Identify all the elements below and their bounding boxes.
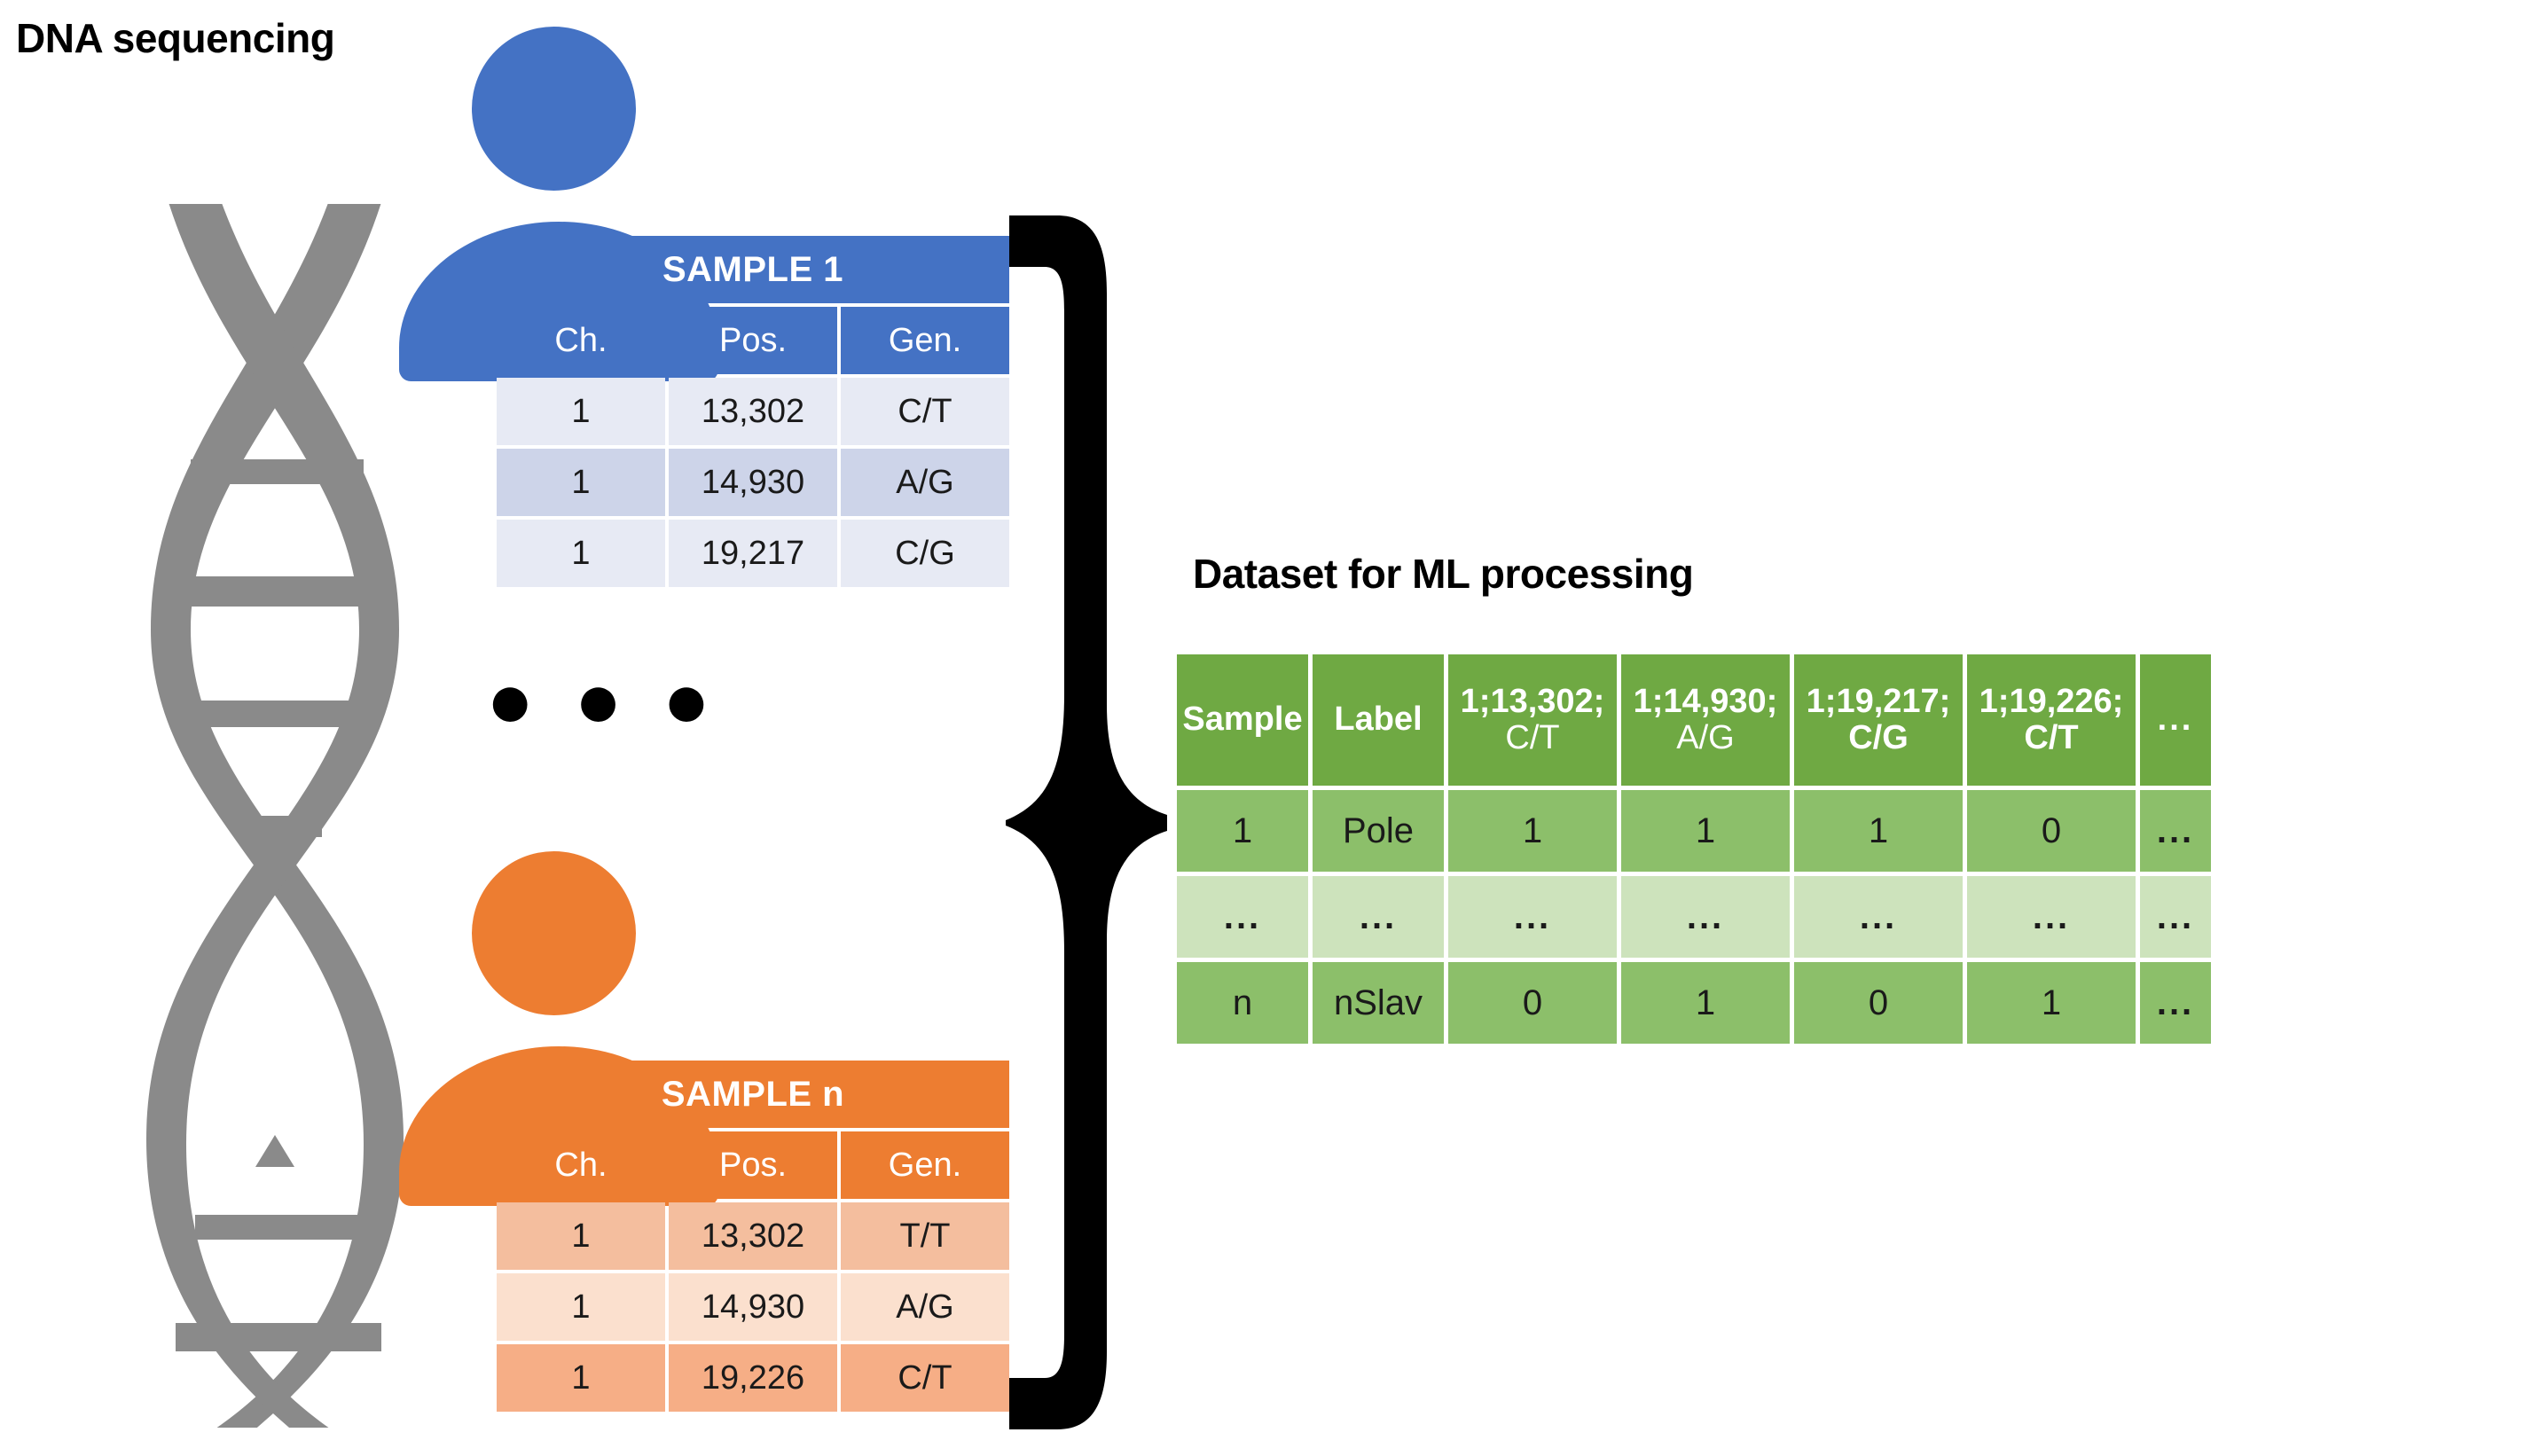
cell-pos: 13,302	[669, 378, 837, 445]
sample-1-table: SAMPLE 1 Ch. Pos. Gen. 1 13,302 C/T 1 14…	[493, 232, 1013, 591]
ml-col-header-snp-4: 1;19,226; C/T	[1967, 654, 2136, 786]
table-row: 1 14,930 A/G	[497, 449, 1010, 516]
ml-cell-more: ...	[2140, 962, 2211, 1044]
table-header-row: Ch. Pos. Gen.	[497, 307, 1010, 374]
person-head	[472, 27, 636, 191]
curly-brace-icon	[1006, 215, 1167, 1429]
snp-position: 1;19,217;	[1806, 682, 1951, 720]
ml-header-row: Sample Label 1;13,302; C/T 1;14,930; A/G…	[1177, 654, 2211, 786]
sample-n-title: SAMPLE n	[497, 1061, 1009, 1128]
ml-cell-sample: 1	[1177, 790, 1308, 872]
cell-gen: A/G	[841, 449, 1010, 516]
ml-cell-snp-3: 1	[1794, 790, 1963, 872]
ml-table-row: 1 Pole 1 1 1 0 ...	[1177, 790, 2211, 872]
snp-genotype: C/T	[1505, 719, 1560, 756]
ml-cell-snp-3: ...	[1794, 876, 1963, 958]
ml-cell-sample: n	[1177, 962, 1308, 1044]
ml-col-header-sample: Sample	[1177, 654, 1308, 786]
dna-sequencing-title: DNA sequencing	[16, 15, 335, 61]
snp-genotype: A/G	[1676, 719, 1735, 756]
ml-cell-label: Pole	[1313, 790, 1444, 872]
snp-genotype: C/T	[2024, 719, 2079, 756]
col-header-pos: Pos.	[669, 307, 837, 374]
ml-cell-more: ...	[2140, 790, 2211, 872]
snp-genotype: C/G	[1848, 719, 1909, 756]
cell-pos: 19,226	[669, 1344, 837, 1412]
cell-pos: 14,930	[669, 449, 837, 516]
ml-cell-snp-2: 1	[1621, 790, 1790, 872]
col-header-ch: Ch.	[497, 307, 665, 374]
cell-gen: C/T	[841, 378, 1010, 445]
ml-cell-snp-2: ...	[1621, 876, 1790, 958]
table-row: 1 14,930 A/G	[497, 1273, 1009, 1341]
ml-cell-more: ...	[2140, 876, 2211, 958]
ml-cell-sample: ...	[1177, 876, 1308, 958]
ml-cell-snp-4: ...	[1967, 876, 2136, 958]
cell-pos: 14,930	[669, 1273, 837, 1341]
ml-cell-label: nSlav	[1313, 962, 1444, 1044]
ml-table-row: n nSlav 0 1 0 1 ...	[1177, 962, 2211, 1044]
ml-col-header-label: Label	[1313, 654, 1444, 786]
ml-cell-snp-1: 1	[1448, 790, 1617, 872]
cell-ch: 1	[497, 449, 665, 516]
ml-cell-snp-2: 1	[1621, 962, 1790, 1044]
cell-ch: 1	[497, 378, 665, 445]
sample-n-table: SAMPLE n Ch. Pos. Gen. 1 13,302 T/T 1 14…	[493, 1057, 1013, 1415]
dna-helix-icon	[146, 204, 404, 1428]
table-row: 1 19,226 C/T	[497, 1344, 1009, 1412]
ml-table-row: ... ... ... ... ... ... ...	[1177, 876, 2211, 958]
ml-col-header-snp-2: 1;14,930; A/G	[1621, 654, 1790, 786]
col-header-ch: Ch.	[497, 1131, 665, 1199]
table-title-row: SAMPLE 1	[497, 236, 1010, 303]
ml-col-header-snp-3: 1;19,217; C/G	[1794, 654, 1963, 786]
vertical-ellipsis: ● ● ●	[486, 656, 720, 745]
ml-cell-label: ...	[1313, 876, 1444, 958]
cell-ch: 1	[497, 1273, 665, 1341]
col-header-gen: Gen.	[841, 307, 1010, 374]
ml-cell-snp-1: ...	[1448, 876, 1617, 958]
snp-position: 1;14,930;	[1633, 682, 1778, 720]
snp-position: 1;19,226;	[1979, 682, 2124, 720]
cell-gen: C/T	[841, 1344, 1009, 1412]
ml-cell-snp-4: 1	[1967, 962, 2136, 1044]
ml-dataset-table: Sample Label 1;13,302; C/T 1;14,930; A/G…	[1172, 650, 2215, 1048]
ml-cell-snp-1: 0	[1448, 962, 1617, 1044]
ml-dataset-title: Dataset for ML processing	[1193, 551, 1694, 597]
cell-ch: 1	[497, 520, 665, 587]
col-header-gen: Gen.	[841, 1131, 1009, 1199]
cell-pos: 19,217	[669, 520, 837, 587]
person-head	[472, 851, 636, 1015]
table-row: 1 13,302 C/T	[497, 378, 1010, 445]
ml-col-header-more: ...	[2140, 654, 2211, 786]
snp-position: 1;13,302;	[1460, 682, 1605, 720]
sample-1-title: SAMPLE 1	[497, 236, 1010, 303]
cell-gen: A/G	[841, 1273, 1009, 1341]
ml-col-header-snp-1: 1;13,302; C/T	[1448, 654, 1617, 786]
cell-ch: 1	[497, 1344, 665, 1412]
table-row: 1 13,302 T/T	[497, 1202, 1009, 1270]
cell-gen: T/T	[841, 1202, 1009, 1270]
col-header-pos: Pos.	[669, 1131, 837, 1199]
cell-ch: 1	[497, 1202, 665, 1270]
ml-cell-snp-4: 0	[1967, 790, 2136, 872]
table-header-row: Ch. Pos. Gen.	[497, 1131, 1009, 1199]
table-title-row: SAMPLE n	[497, 1061, 1009, 1128]
ml-cell-snp-3: 0	[1794, 962, 1963, 1044]
cell-pos: 13,302	[669, 1202, 837, 1270]
table-row: 1 19,217 C/G	[497, 520, 1010, 587]
cell-gen: C/G	[841, 520, 1010, 587]
